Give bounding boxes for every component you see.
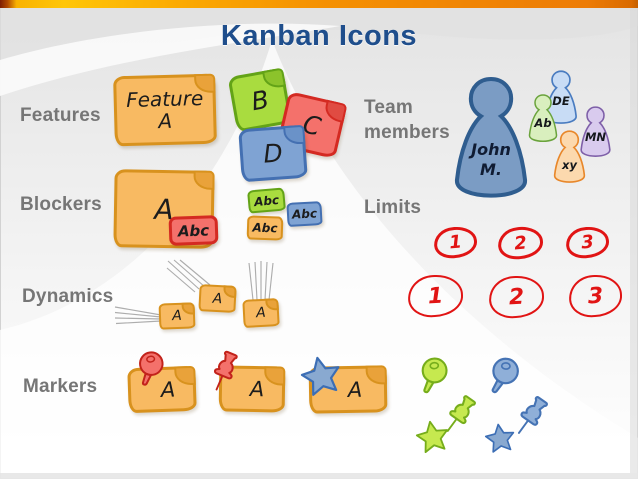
page-title: Kanban Icons <box>220 20 418 52</box>
member-xy-label: xy <box>562 157 577 172</box>
note-fold-icon <box>223 285 237 298</box>
dynamic-note-letter: A <box>212 290 223 307</box>
member-pawn-xy: xy <box>553 129 586 184</box>
top-accent-bar <box>0 0 638 8</box>
pawn-icon <box>553 129 586 184</box>
note-fold-icon <box>264 366 286 386</box>
round-pin-icon <box>485 355 524 395</box>
note-fold-icon <box>193 170 215 190</box>
small-note-blue: Abc <box>286 201 323 227</box>
member-ab-label: Ab <box>534 116 552 130</box>
lead-name-line2: M. <box>480 160 502 179</box>
features-label: Features <box>20 105 101 126</box>
member-pawn-de: DE <box>543 69 579 125</box>
limit-value: 1 <box>427 283 444 309</box>
markers-label: Markers <box>23 376 98 397</box>
note-fold-icon <box>365 365 387 385</box>
dynamics-label: Dynamics <box>22 286 114 307</box>
member-pawn-ab: Ab <box>527 93 559 143</box>
team-members-label: Team members <box>364 97 450 143</box>
note-fold-icon <box>265 298 279 311</box>
blockers-label: Blockers <box>20 194 102 215</box>
dynamic-note-letter: A <box>255 304 267 322</box>
marker-note-letter: A <box>347 377 363 402</box>
note-fold-icon <box>181 302 195 315</box>
small-note-blue-text: Abc <box>291 206 318 222</box>
limit-value: 3 <box>587 283 604 309</box>
note-fold-icon <box>322 99 348 123</box>
member-mn-label: MN <box>584 130 607 145</box>
feature-note: Feature A <box>113 73 217 147</box>
lead-pawn-name: John M. <box>452 140 530 180</box>
dynamic-note-1: A <box>158 302 196 330</box>
lead-name-line1: John <box>471 140 511 159</box>
round-pin-icon <box>415 355 453 394</box>
small-note-orange: Abc <box>246 215 284 241</box>
blocker-tag-text: Abc <box>177 220 210 241</box>
blocker-tag: Abc <box>168 215 219 246</box>
feature-note-line2: A <box>158 108 173 134</box>
limits-label: Limits <box>364 197 422 218</box>
motion-lines-icon <box>166 259 211 293</box>
dynamic-note-2: A <box>198 284 237 313</box>
lead-pawn <box>452 74 530 200</box>
dynamic-note-letter: A <box>171 307 183 325</box>
member-pawn-mn: MN <box>579 105 612 158</box>
star-icon <box>297 352 344 397</box>
note-d: D <box>238 124 308 183</box>
feature-note-line1: Feature <box>125 85 204 112</box>
limit-value: 1 <box>448 231 463 254</box>
note-fold-icon <box>283 124 306 146</box>
limit-value: 2 <box>508 284 525 310</box>
note-fold-icon <box>174 365 196 386</box>
limit-value: 3 <box>580 231 595 254</box>
motion-lines-icon <box>114 306 162 325</box>
note-b-letter: B <box>249 84 271 116</box>
marker-note-letter: A <box>249 376 265 402</box>
round-pin-icon <box>132 348 171 387</box>
pawn-icon <box>452 74 530 200</box>
member-de-label: DE <box>552 93 570 108</box>
small-note-green-text: Abc <box>253 192 280 209</box>
limit-value: 2 <box>513 231 528 255</box>
small-note-green: Abc <box>247 187 286 214</box>
note-d-letter: D <box>262 138 284 169</box>
dynamic-note-3: A <box>242 298 280 328</box>
small-note-orange-text: Abc <box>252 220 278 236</box>
motion-lines-icon <box>248 261 274 301</box>
